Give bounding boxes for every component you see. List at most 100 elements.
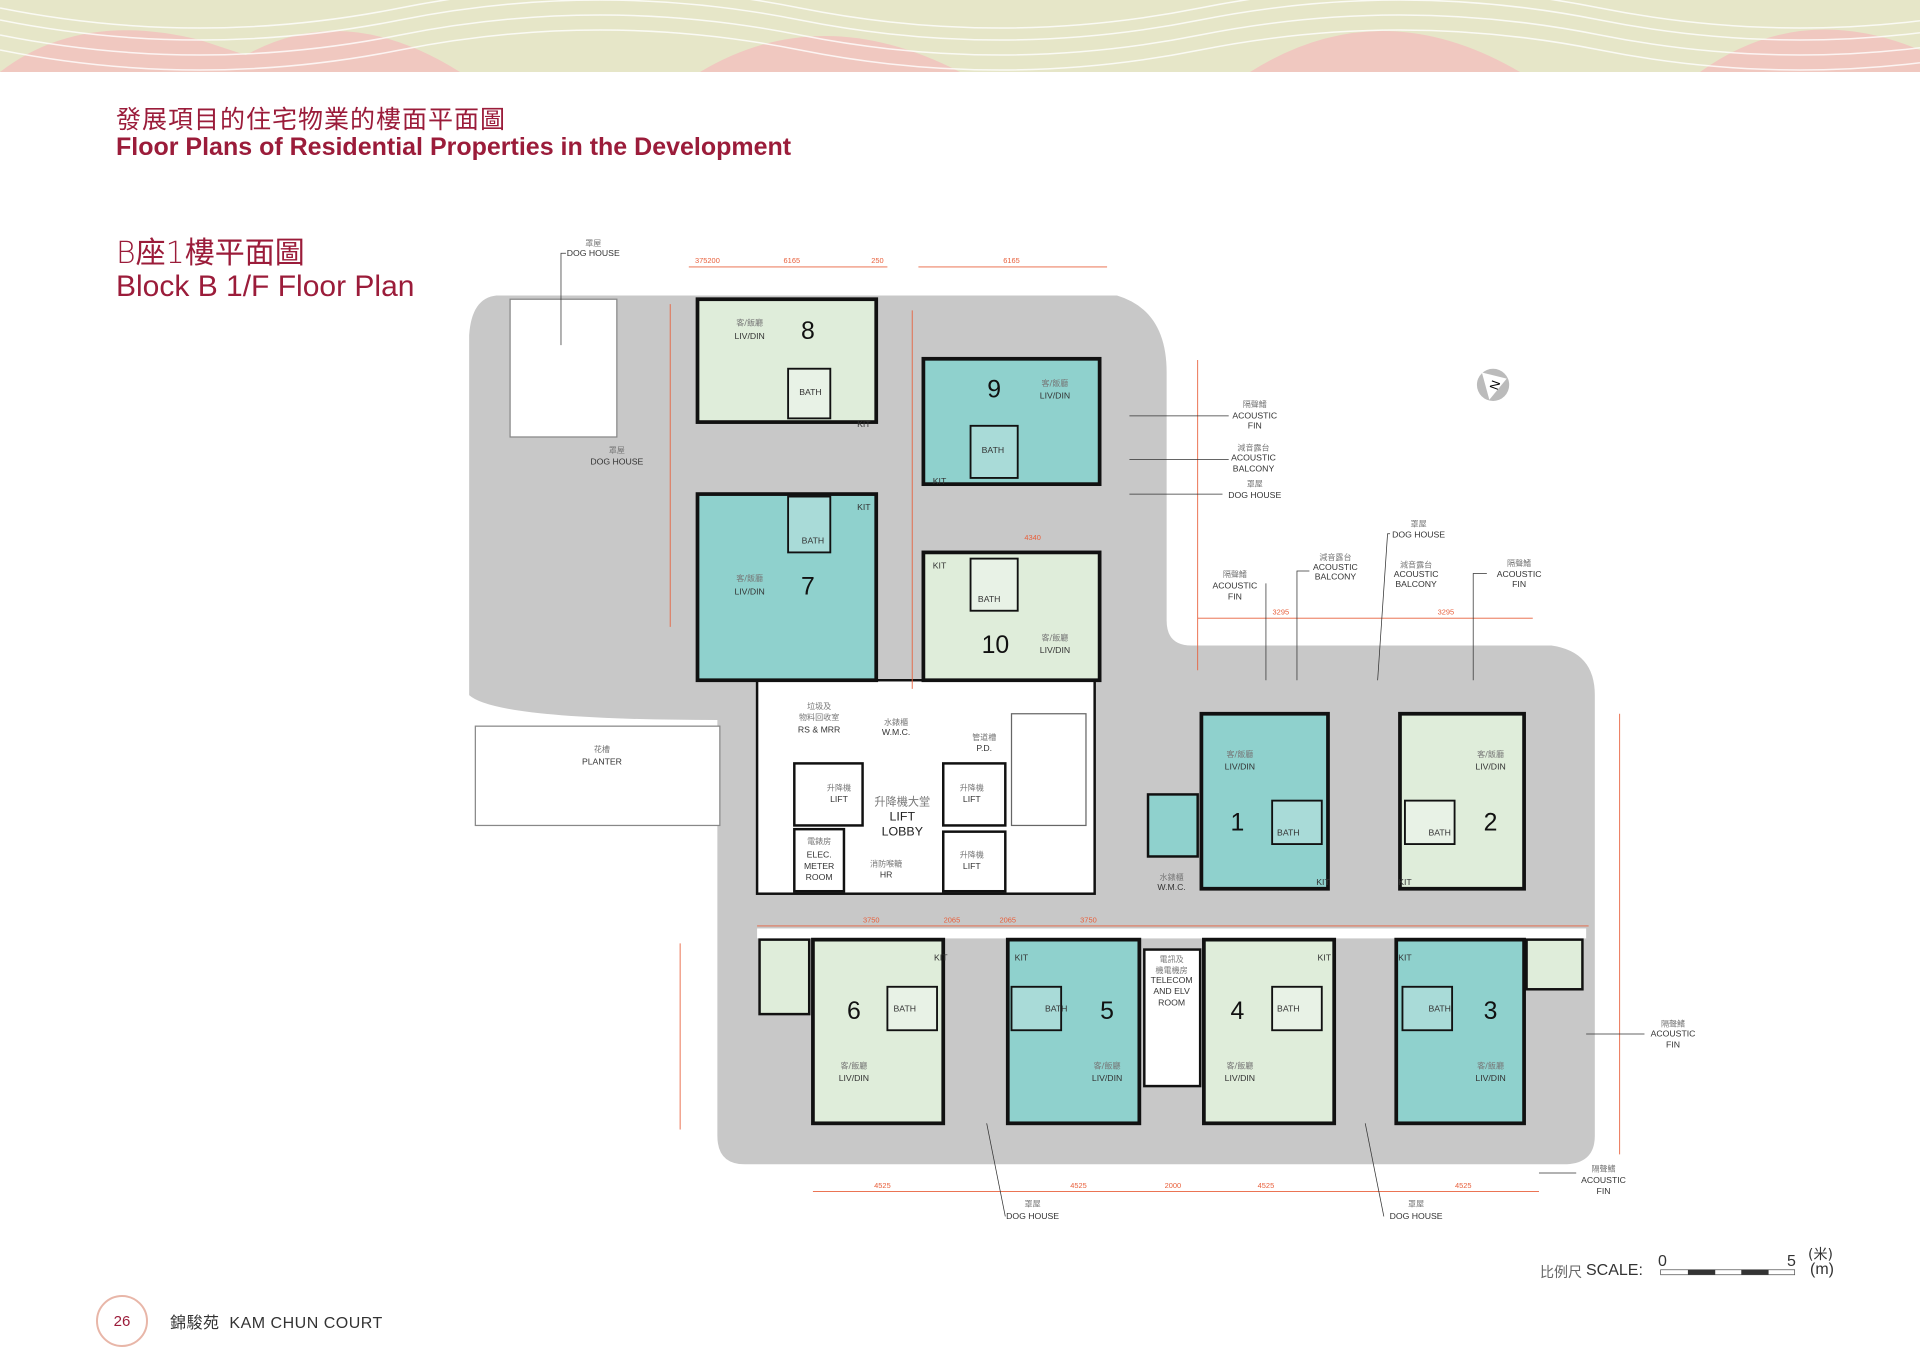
- unit-8[interactable]: 8 客/飯廳 LIV/DIN BATH KIT: [695, 297, 879, 429]
- plan-label: 客/飯廳: [736, 317, 763, 327]
- plan-label: HR: [880, 870, 893, 880]
- plan-label: 罩屋: [609, 446, 625, 455]
- plan-label: 機電機房: [1156, 965, 1188, 975]
- plan-label: ELEC.: [807, 850, 832, 860]
- plan-label: LIV/DIN: [734, 331, 764, 341]
- plan-label: BATH: [1428, 1004, 1450, 1014]
- plan-label: 5: [1100, 998, 1114, 1025]
- plan-label: BALCONY: [1315, 572, 1357, 582]
- north-arrow-icon: N: [1476, 368, 1510, 401]
- plan-label: KIT: [1015, 953, 1029, 963]
- plan-label: 電訊及: [1160, 954, 1184, 964]
- plan-label: 隔聲鰭: [1591, 1164, 1615, 1174]
- planter: [474, 725, 721, 827]
- balcony-1: [1146, 793, 1199, 858]
- stair: [1010, 713, 1087, 827]
- plan-label: 水錶櫃: [884, 717, 908, 727]
- plan-label: 罩屋: [1025, 1199, 1041, 1208]
- plan-label: BATH: [799, 387, 821, 397]
- plan-label: AND ELV: [1153, 986, 1190, 996]
- plan-label: LIFT: [963, 794, 982, 804]
- plan-label: BALCONY: [1233, 464, 1275, 474]
- plan-label: 罩屋: [1247, 480, 1263, 489]
- plan-label: 客/飯廳: [1226, 1061, 1253, 1071]
- plan-label: PLANTER: [582, 757, 622, 767]
- plan-label: 375: [695, 256, 707, 265]
- plan-label: DOG HOUSE: [1390, 1211, 1443, 1221]
- plan-label: 罩屋: [585, 239, 601, 248]
- plan-label: 2065: [1000, 915, 1017, 924]
- plan-label: 減音露台: [1237, 443, 1269, 453]
- plan-label: 花槽: [594, 744, 610, 754]
- dimension-lines: [669, 266, 1621, 1193]
- plan-label: LIFT: [890, 809, 916, 823]
- corridor: [757, 928, 1587, 939]
- plan-label: BATH: [1045, 1004, 1067, 1014]
- plan-label: 8: [801, 318, 815, 345]
- plan-label: 升降機: [960, 783, 984, 793]
- plan-label: 4525: [874, 1181, 891, 1190]
- plan-label: ACOUSTIC: [1313, 562, 1358, 572]
- plan-label: 隔聲鰭: [1507, 558, 1531, 568]
- plan-label: BATH: [982, 445, 1004, 455]
- plan-label: 7: [801, 574, 815, 601]
- plan-label: DOG HOUSE: [567, 248, 620, 258]
- plan-label: 罩屋: [1408, 1199, 1424, 1208]
- plan-label: W.M.C.: [882, 727, 910, 737]
- plan-label: BATH: [802, 536, 824, 546]
- plan-label: KIT: [1318, 953, 1332, 963]
- plan-label: METER: [804, 861, 834, 871]
- plan-label: 3750: [1080, 915, 1097, 924]
- plan-label: 2: [1484, 809, 1498, 836]
- plan-label: ROOM: [806, 872, 833, 882]
- plan-label: 6165: [1003, 256, 1020, 265]
- plan-label: KIT: [1398, 877, 1412, 887]
- plan-label: ACOUSTIC: [1651, 1028, 1696, 1038]
- plan-label: BALCONY: [1395, 579, 1437, 589]
- plan-label: 客/飯廳: [1094, 1061, 1121, 1071]
- plan-label: ROOM: [1158, 997, 1185, 1007]
- plan-label: KIT: [857, 419, 871, 429]
- plan-label: DOG HOUSE: [590, 456, 643, 466]
- plan-label: 升降機: [827, 783, 851, 793]
- scale-bar: [1660, 1269, 1796, 1276]
- plan-label: LIV/DIN: [1475, 762, 1505, 772]
- plan-label: 200: [707, 256, 719, 265]
- plan-label: 管道槽: [972, 732, 996, 742]
- page-title-en: Floor Plans of Residential Properties in…: [116, 133, 792, 161]
- plan-label: LIV/DIN: [1475, 1073, 1505, 1083]
- plan-label: KIT: [1316, 877, 1330, 887]
- lift-3: [942, 830, 1007, 893]
- page-number: 26: [96, 1295, 148, 1347]
- plan-label: LIFT: [963, 861, 982, 871]
- plan-label: LIV/DIN: [1040, 391, 1070, 401]
- plan-label: 減音露台: [1319, 552, 1351, 562]
- plan-label: RS & MRR: [798, 724, 840, 734]
- plan-label: 4525: [1070, 1181, 1087, 1190]
- plan-label: 4: [1230, 998, 1244, 1025]
- plan-label: 1: [1230, 809, 1244, 836]
- plan-label: P.D.: [976, 743, 992, 753]
- plan-label: 減音露台: [1400, 559, 1432, 569]
- plan-label: KIT: [934, 953, 948, 963]
- page-title-cn: 發展項目的住宅物業的樓面平面圖: [116, 105, 507, 134]
- plan-label: FIN: [1597, 1186, 1611, 1196]
- plan-label: 隔聲鰭: [1661, 1019, 1685, 1029]
- plan-title-cn: B座1樓平面圖: [116, 236, 305, 271]
- plan-label: 隔聲鰭: [1223, 569, 1247, 579]
- plan-label: ACOUSTIC: [1581, 1175, 1626, 1185]
- plan-label: BATH: [978, 594, 1000, 604]
- plan-label: FIN: [1666, 1040, 1680, 1050]
- plan-label: 4525: [1258, 1181, 1275, 1190]
- footer-development-name: 錦駿苑 KAM CHUN COURT: [170, 1313, 383, 1332]
- plan-label: 9: [987, 376, 1001, 403]
